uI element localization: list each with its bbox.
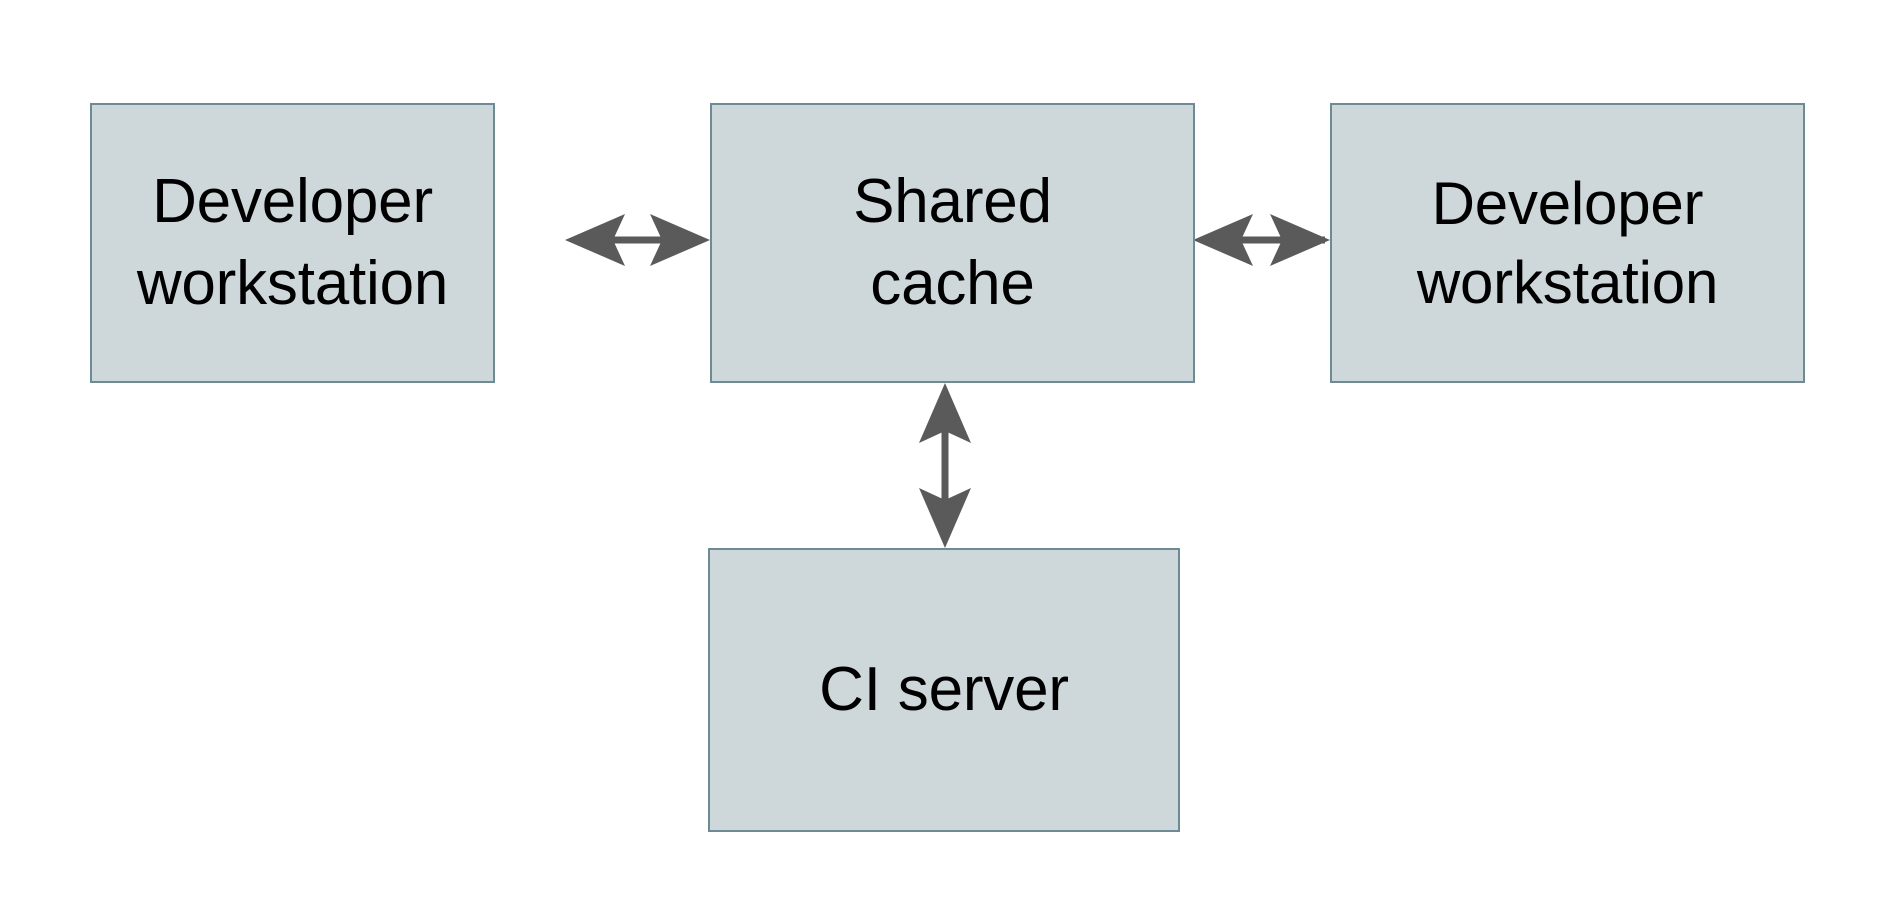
node-developer-workstation-right[interactable]: Developer workstation: [1330, 103, 1805, 383]
node-label: Shared cache: [853, 167, 1052, 318]
edge-dev-left-shared: [565, 214, 710, 266]
node-label: Developer workstation: [136, 167, 449, 318]
edge-shared-ci: [919, 383, 971, 548]
node-ci-server[interactable]: CI server: [708, 548, 1180, 832]
node-shared-cache[interactable]: Shared cache: [710, 103, 1195, 383]
node-developer-workstation-left[interactable]: Developer workstation: [90, 103, 495, 383]
node-label: CI server: [819, 655, 1069, 725]
node-label: Developer workstation: [1416, 169, 1719, 316]
edge-shared-dev-right: [1193, 214, 1330, 266]
